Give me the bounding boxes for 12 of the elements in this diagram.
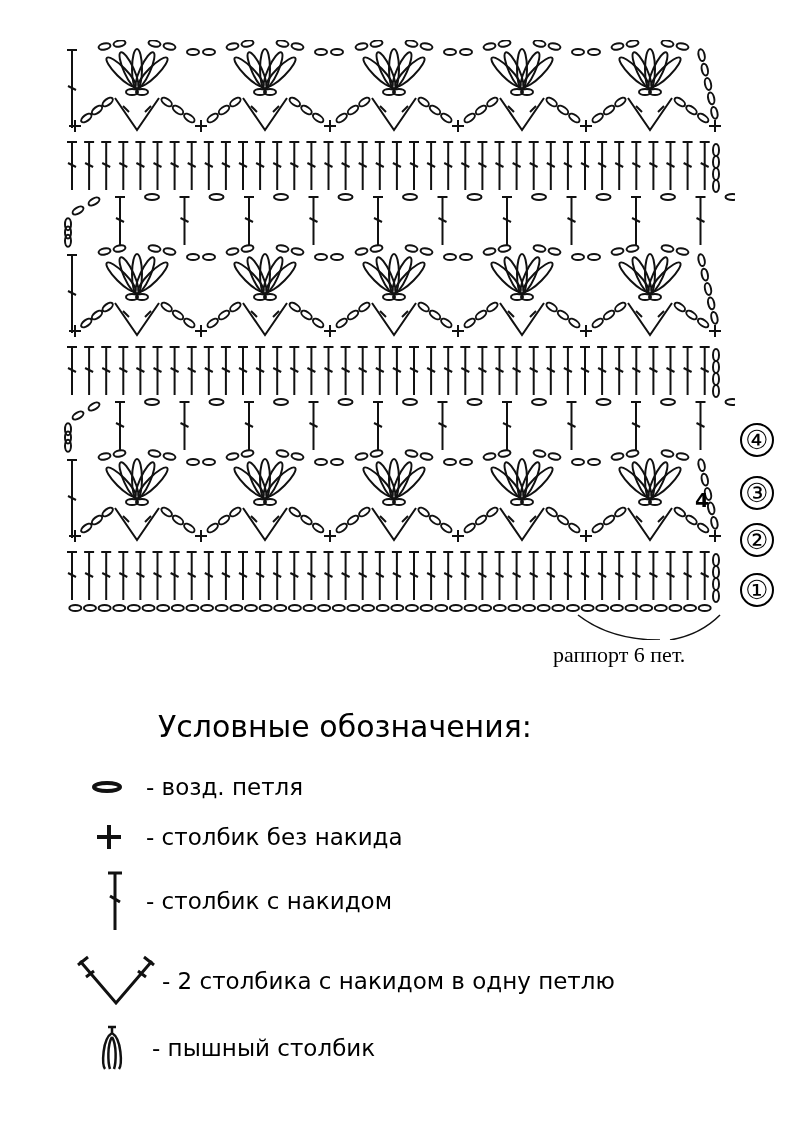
row-number: ③ [740,476,774,510]
repeat-note: раппорт 6 пет. [553,644,686,666]
row-number: ① [740,573,774,607]
row-number: ④ [740,423,774,457]
legend-text: - возд. петля [146,773,304,802]
legend-text: - пышный столбик [152,1033,376,1063]
legend-text: - столбик без накида [146,823,403,852]
legend-title: Условные обозначения: [158,708,532,746]
row-number: ② [740,523,774,557]
stitch-count: 4 [695,490,709,510]
legend-text: - 2 столбика с накидом в одну петлю [162,966,615,996]
legend-text: - столбик с накидом [146,886,392,916]
